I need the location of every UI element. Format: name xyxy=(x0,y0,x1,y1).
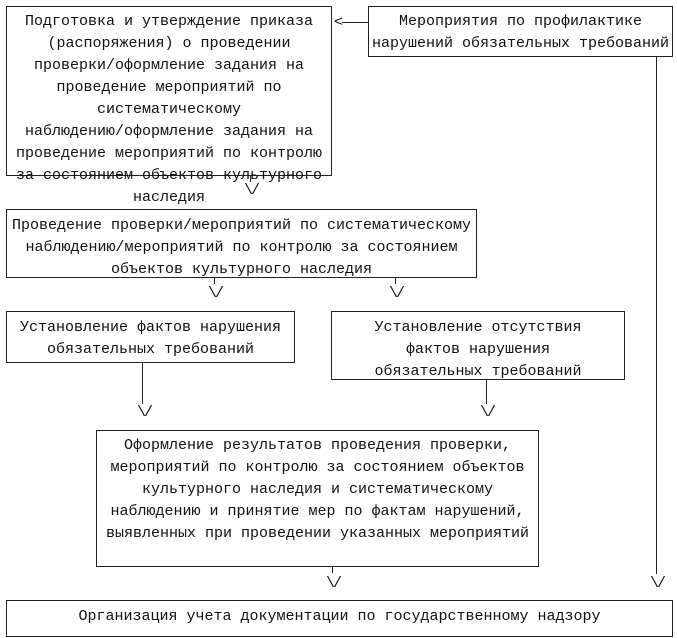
connector-line xyxy=(250,176,251,182)
connector-line xyxy=(342,22,368,23)
box-prevention: Мероприятия по профилактике нарушений об… xyxy=(368,6,673,57)
arrow-down-icon: \/ xyxy=(389,285,405,302)
box-prepare-order: Подготовка и утверждение приказа (распор… xyxy=(6,6,332,206)
connector-line xyxy=(332,567,333,573)
arrow-down-icon: \/ xyxy=(326,575,342,592)
arrow-down-icon: \/ xyxy=(650,575,666,592)
connector-line xyxy=(395,278,396,284)
connector-line xyxy=(214,278,215,284)
connector-line xyxy=(656,57,657,574)
arrow-down-icon: \/ xyxy=(208,285,224,302)
arrow-down-icon: \/ xyxy=(244,182,260,199)
arrow-left-icon: < xyxy=(334,14,343,31)
box-documentation: Организация учета документации по госуда… xyxy=(6,600,673,637)
connector-line xyxy=(486,380,487,404)
box-conduct-inspection: Проведение проверки/мероприятий по систе… xyxy=(6,209,477,278)
arrow-down-icon: \/ xyxy=(137,404,153,421)
box-results: Оформление результатов проведения провер… xyxy=(96,430,539,567)
box-no-violations: Установление отсутствия фактов нарушения… xyxy=(331,311,625,380)
connector-line xyxy=(142,363,143,404)
box-violations-found: Установление фактов нарушения обязательн… xyxy=(6,311,295,363)
arrow-down-icon: \/ xyxy=(480,404,496,421)
